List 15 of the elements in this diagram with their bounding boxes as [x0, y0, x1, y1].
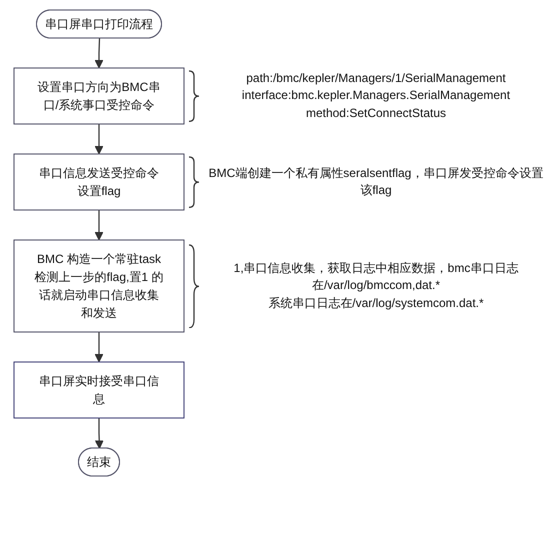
- annotation-text: BMC端创建一个私有属性seralsentflag，串口屏发受控命令设置该flag: [208, 164, 544, 199]
- node-box: 串口信息发送受控命令设置flag: [14, 154, 184, 210]
- arrow: [94, 418, 104, 449]
- annotation-text: path:/bmc/kepler/Managers/1/SerialManagement: [245, 70, 507, 87]
- annotation-text: 系统串口日志在/var/log/systemcom.dat.*: [267, 294, 485, 312]
- annotation-text: interface:bmc.kepler.Managers.SerialManagement: [240, 87, 512, 104]
- annotation-text: 1,串口信息收集，获取日志中相应数据，bmc串口日志在/var/log/bmccom,dat.*: [232, 260, 520, 294]
- arrow: [94, 332, 104, 362]
- arrow: [94, 38, 104, 68]
- node-box: 串口屏实时接受串口信息: [14, 362, 184, 418]
- annotation-text: method:SetConnectStatus: [304, 104, 448, 122]
- arrow: [94, 210, 104, 240]
- node-box: 设置串口方向为BMC串口/系统事口受控命令: [14, 68, 184, 124]
- node-box: BMC 构造一个常驻task检测上一步的flag,置1 的话就启动串口信息收集和发送: [14, 240, 184, 332]
- arrow: [94, 124, 104, 154]
